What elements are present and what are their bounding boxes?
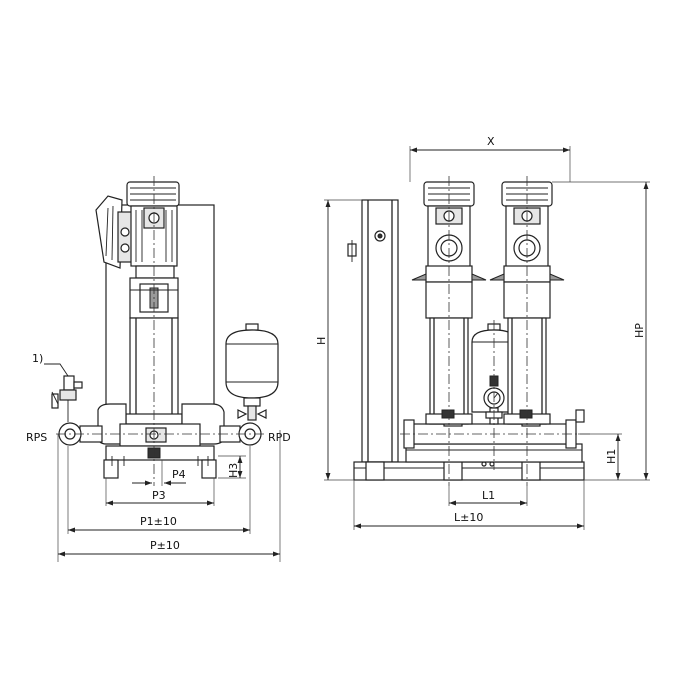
side-view: 1) RPS RPD P4 H3 P3 P1±10 P±10	[26, 176, 291, 562]
note-marker-label: 1)	[32, 352, 43, 365]
hp-label: HP	[633, 323, 646, 338]
front-pump-2	[489, 181, 565, 425]
note-leader	[44, 363, 69, 377]
l1-label: L1	[482, 489, 495, 502]
rpd-label: RPD	[268, 431, 291, 444]
membrane-tank	[225, 323, 279, 421]
side-base	[103, 445, 217, 479]
h-label: H	[315, 337, 328, 345]
h1-label: H1	[605, 449, 618, 464]
p4-label: P4	[172, 468, 186, 481]
rps-label: RPS	[26, 431, 47, 444]
h3-label: H3	[227, 463, 240, 478]
control-cabinet	[347, 199, 399, 463]
side-motor	[126, 181, 180, 279]
x-label: X	[487, 135, 495, 148]
front-view: X H HP H1 L1 L±10	[315, 135, 650, 530]
pressure-switch	[51, 375, 83, 422]
p1-label: P1±10	[140, 515, 177, 528]
l-label: L±10	[454, 511, 483, 524]
p3-label: P3	[152, 489, 166, 502]
p-label: P±10	[150, 539, 180, 552]
